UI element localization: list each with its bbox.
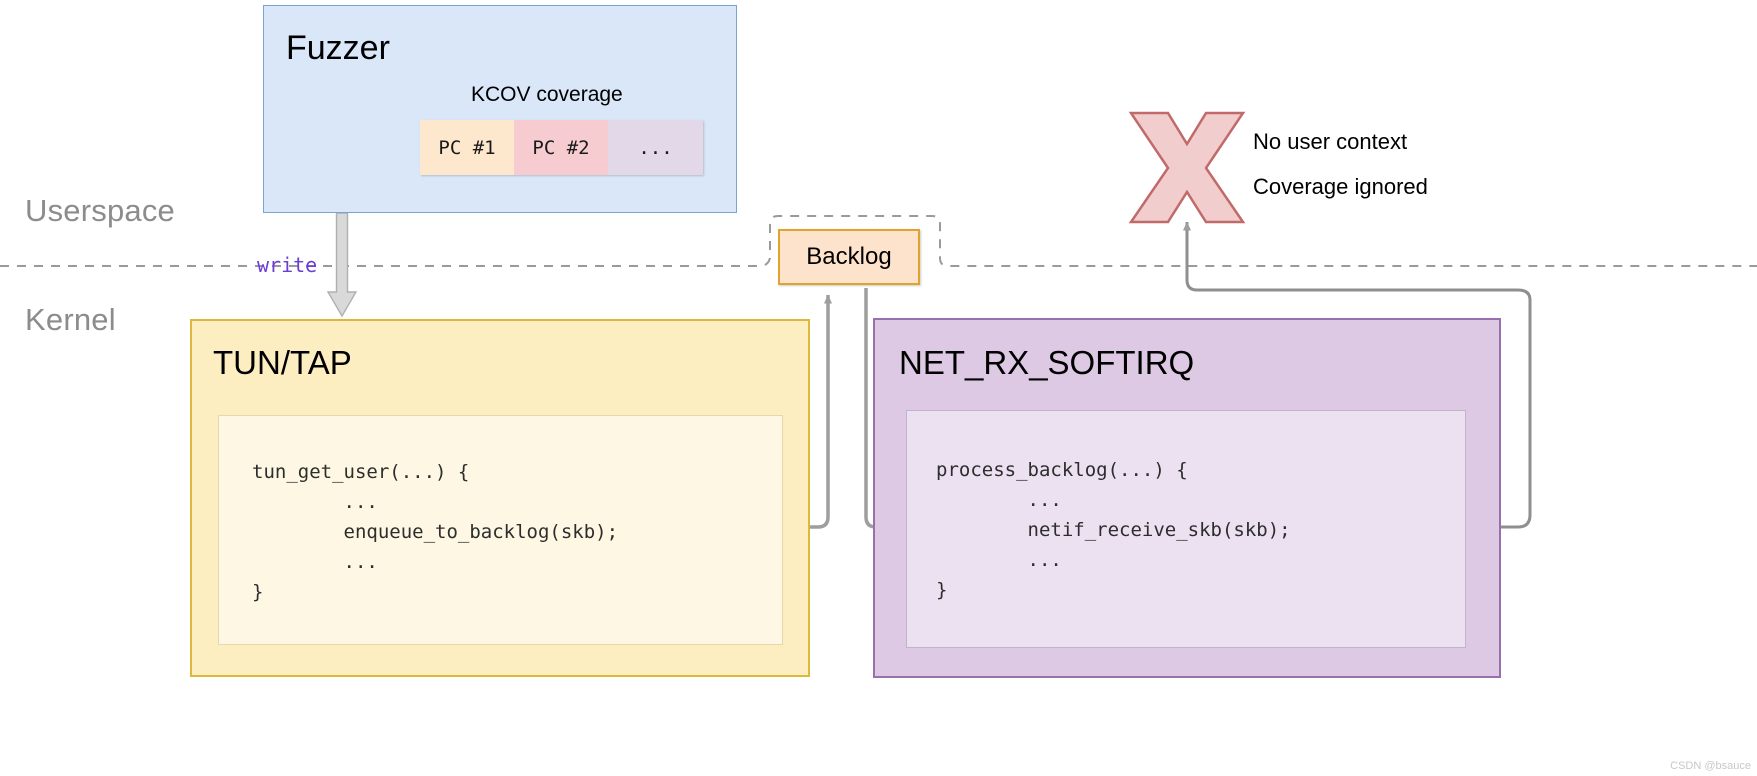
annotation-coverage-ignored: Coverage ignored (1253, 174, 1428, 199)
kcov-cell-pc1[interactable]: PC #1 (420, 120, 514, 175)
region-label-kernel: Kernel (25, 302, 116, 337)
net-rx-softirq-code-text: process_backlog(...) { ... netif_receive… (936, 459, 1291, 601)
x-cross-icon (1128, 111, 1246, 224)
kcov-coverage-buffer: PC #1 PC #2 ... (420, 120, 703, 175)
net-rx-softirq-code-panel (906, 410, 1466, 648)
fuzzer-title: Fuzzer (286, 29, 390, 67)
arrow-write-fuzzer-to-tuntap (326, 212, 358, 318)
kcov-cell-ellipsis[interactable]: ... (608, 120, 703, 175)
kcov-coverage-caption: KCOV coverage (471, 83, 623, 106)
region-label-userspace: Userspace (25, 193, 175, 228)
tuntap-code-text: tun_get_user(...) { ... enqueue_to_backl… (252, 461, 619, 603)
watermark: CSDN @bsauce (1670, 760, 1751, 772)
backlog-box[interactable]: Backlog (778, 229, 920, 285)
tuntap-code-panel (218, 415, 783, 645)
fuzzer-box[interactable] (263, 5, 737, 213)
edge-label-write: write (257, 253, 318, 277)
net-rx-softirq-title: NET_RX_SOFTIRQ (899, 344, 1195, 381)
annotation-no-user-context: No user context (1253, 129, 1408, 154)
tuntap-title: TUN/TAP (213, 344, 352, 381)
kcov-cell-pc2[interactable]: PC #2 (514, 120, 608, 175)
